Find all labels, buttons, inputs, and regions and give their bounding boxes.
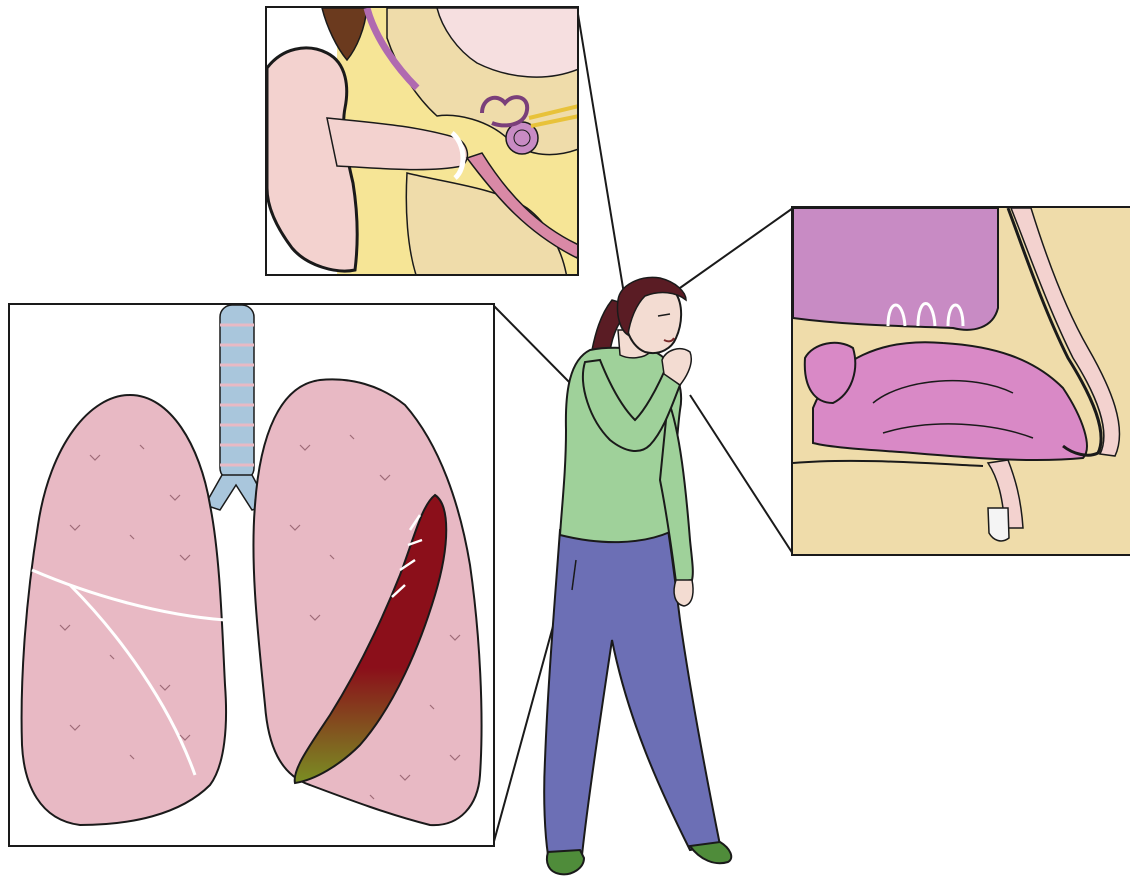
ear-inset-panel — [265, 6, 579, 276]
left-hand — [674, 580, 693, 606]
left-shoe — [547, 850, 584, 874]
left-lung — [253, 379, 481, 825]
right-shoe — [690, 842, 731, 863]
right-lung — [22, 395, 226, 825]
trachea — [220, 305, 254, 480]
trousers — [544, 530, 720, 855]
lungs-inset-panel — [8, 303, 495, 847]
tooth — [988, 508, 1009, 541]
brain-region — [793, 208, 998, 330]
nose-inset-panel — [791, 206, 1130, 556]
